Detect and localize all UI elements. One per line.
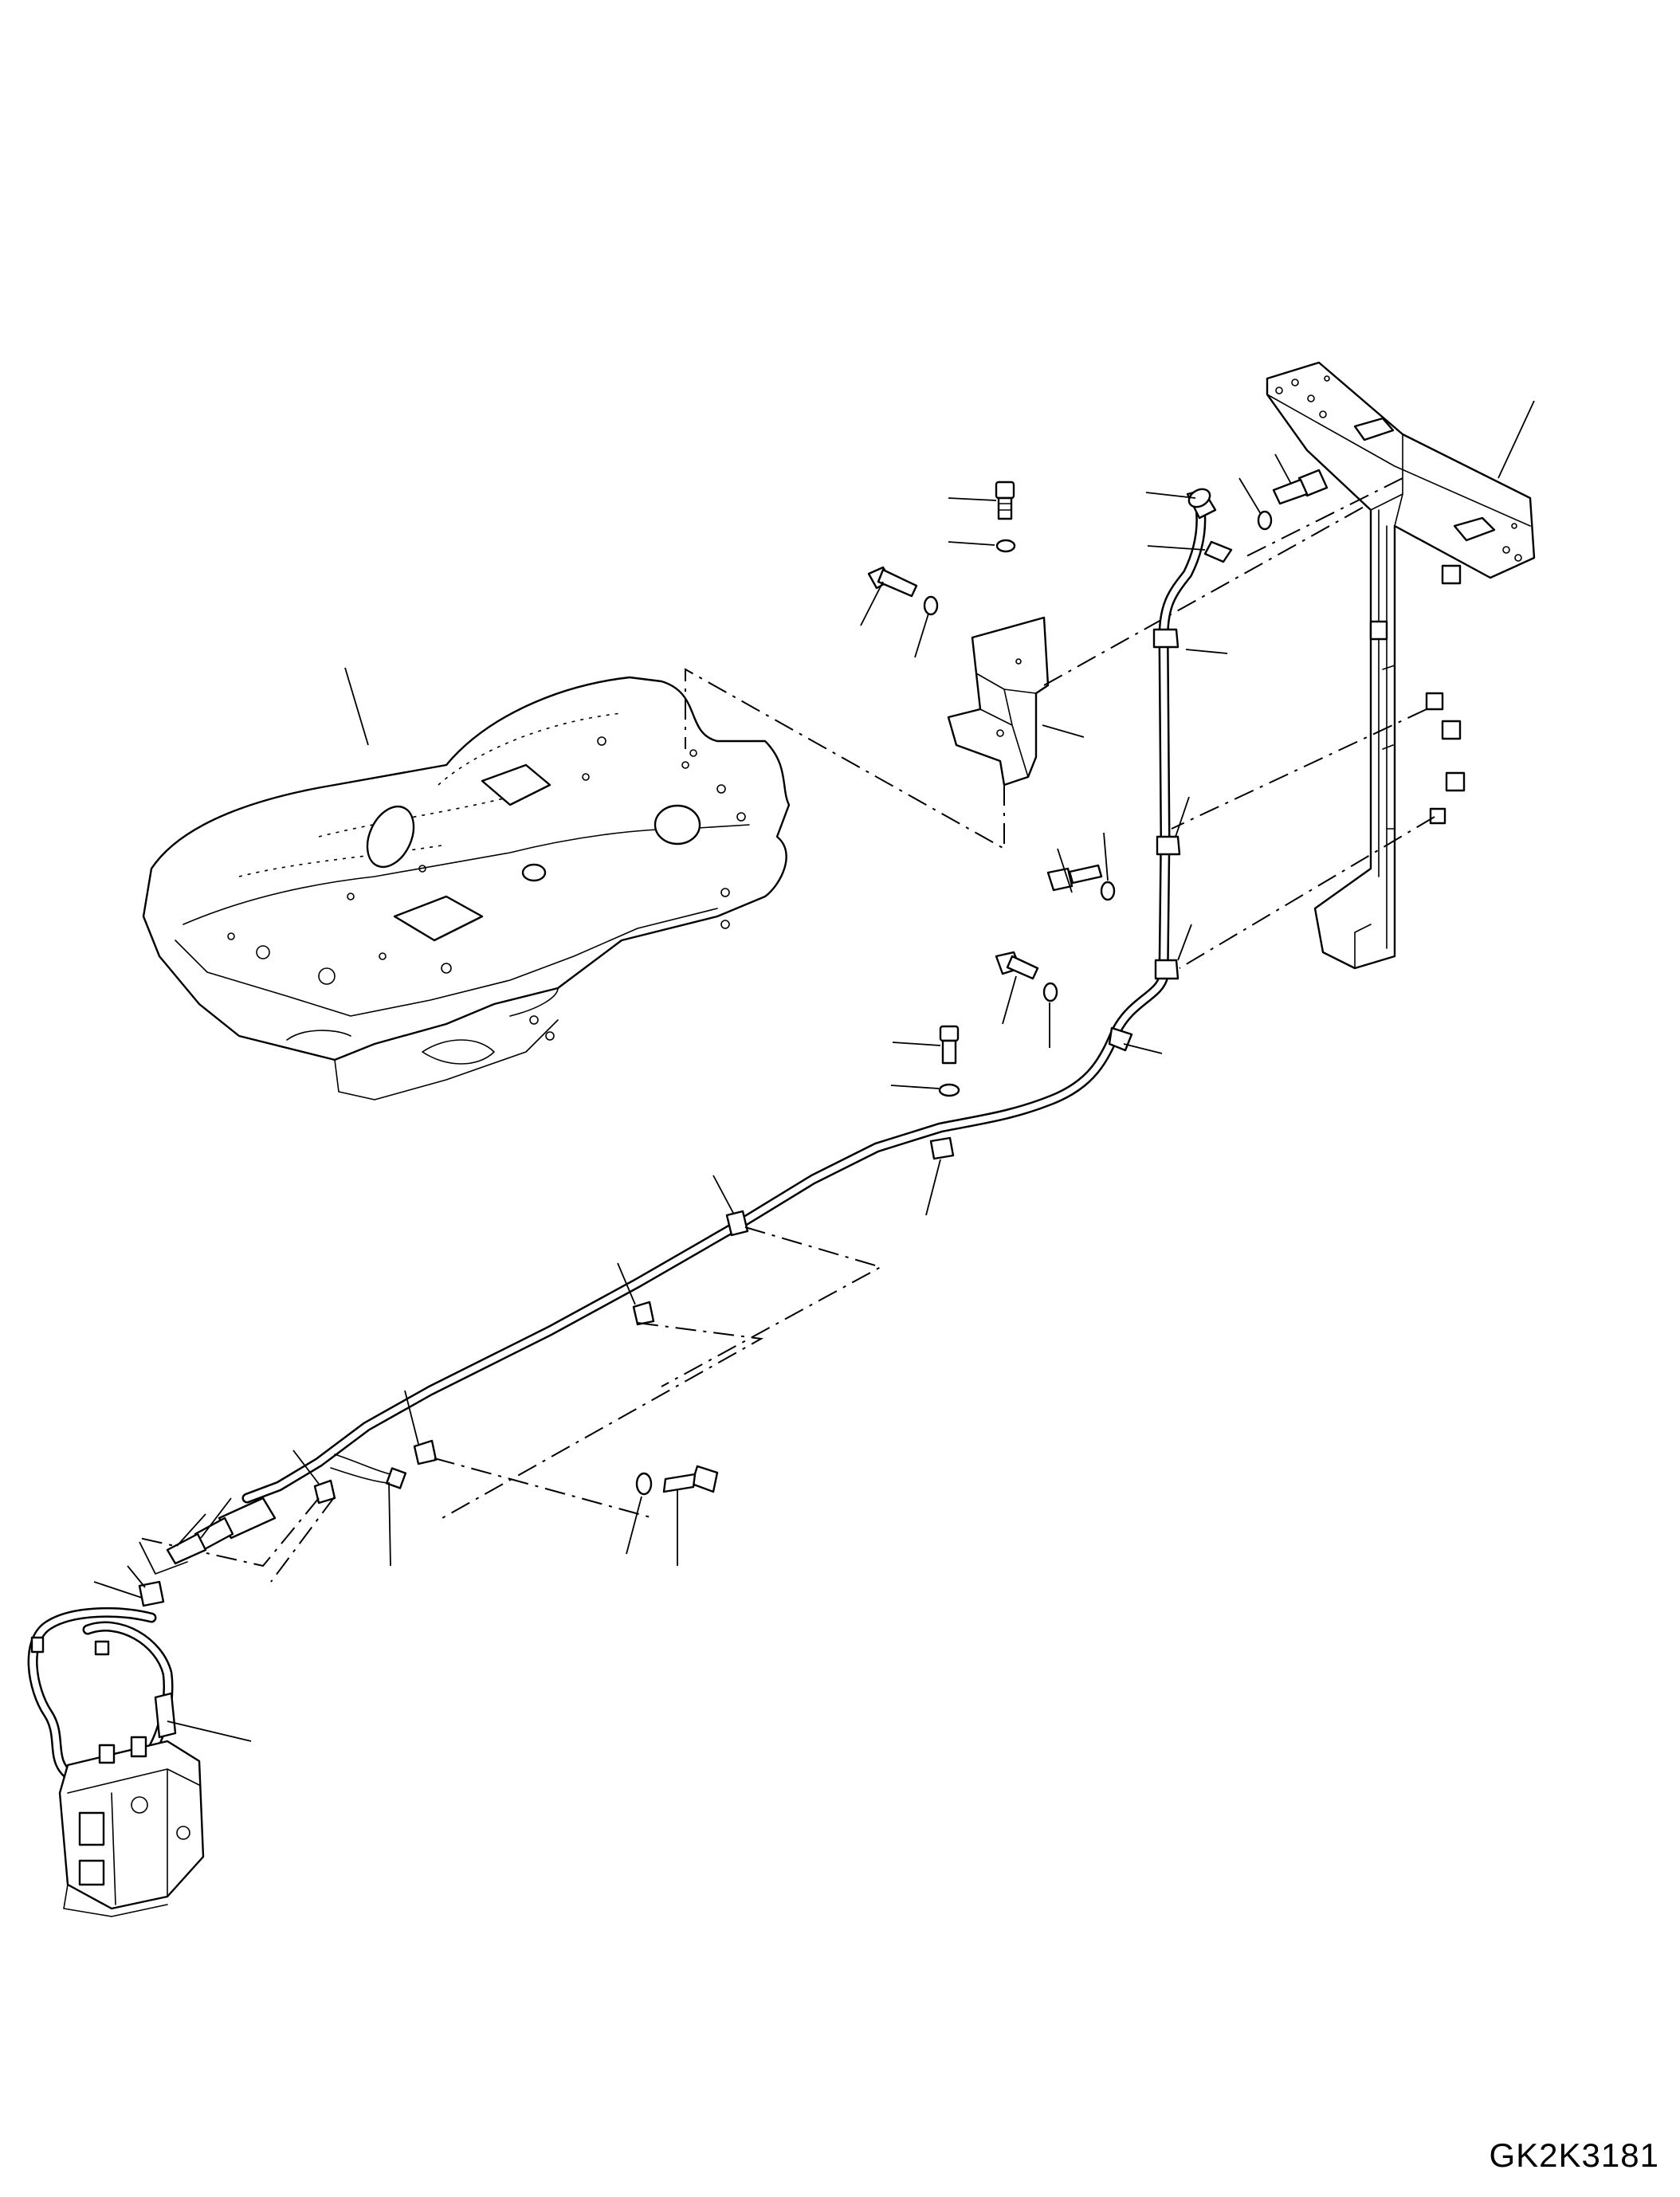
post-frame bbox=[1266, 361, 1536, 970]
leader-connector-1 bbox=[200, 1497, 232, 1539]
leader-clamp-4 bbox=[1123, 1043, 1163, 1054]
bolt-horizontal-3 bbox=[995, 951, 1039, 980]
connector-assembly bbox=[155, 1497, 277, 1575]
hose-clamps bbox=[313, 628, 1181, 1505]
washer-1 bbox=[995, 539, 1016, 553]
leader-washer-1 bbox=[948, 541, 995, 546]
bolt-horizontal-1 bbox=[867, 566, 918, 598]
washer-5 bbox=[938, 1083, 960, 1097]
washer-top bbox=[1257, 510, 1273, 531]
leader-washer-top bbox=[1238, 477, 1262, 515]
leader-clamp-3 bbox=[1177, 924, 1192, 961]
leader-floor-frame bbox=[344, 667, 369, 746]
clamp-lower bbox=[138, 1580, 165, 1607]
drawing-number: GK2K3181 bbox=[1489, 2136, 1659, 2174]
bolt-horizontal-4 bbox=[662, 1465, 719, 1493]
leader-valve-unit bbox=[167, 1720, 252, 1742]
leader-clamp-lower bbox=[139, 1541, 156, 1575]
washer-3 bbox=[1100, 881, 1116, 901]
washer-2 bbox=[923, 595, 939, 616]
leader-bolt-3 bbox=[1057, 848, 1073, 893]
centerline-clamps bbox=[139, 1226, 883, 1583]
leader-washer-2 bbox=[914, 613, 929, 658]
leader-washer-6 bbox=[626, 1496, 642, 1555]
centerline-post bbox=[1171, 477, 1435, 969]
leader-clamp-7 bbox=[617, 1262, 636, 1305]
centerline-bracket bbox=[685, 493, 1388, 850]
leader-washer-5 bbox=[890, 1085, 940, 1089]
leader-clamp-2 bbox=[1175, 796, 1190, 838]
leader-clamp-5 bbox=[925, 1159, 941, 1216]
leader-post-frame bbox=[1497, 400, 1535, 479]
leader-clamp-9 bbox=[292, 1450, 320, 1485]
bolt-horizontal-top bbox=[1272, 469, 1329, 505]
leader-washer-3 bbox=[1103, 832, 1109, 881]
leader-connector-2 bbox=[176, 1513, 206, 1547]
leader-clamp-lower-2 bbox=[127, 1565, 146, 1588]
valve-unit bbox=[27, 1607, 205, 1917]
leader-clamp-8 bbox=[404, 1390, 419, 1445]
leader-fitting-upper bbox=[1145, 492, 1196, 499]
bracket bbox=[947, 616, 1050, 787]
leader-clamp-1 bbox=[1185, 649, 1228, 654]
leader-clamp-lower-3 bbox=[93, 1581, 143, 1599]
leader-bolt-5 bbox=[892, 1042, 941, 1046]
leader-connector-3 bbox=[388, 1481, 391, 1567]
leader-bolt-1 bbox=[948, 497, 997, 501]
leader-clamp-6 bbox=[712, 1175, 734, 1214]
washer-4 bbox=[1042, 982, 1058, 1002]
bolt-horizontal-2 bbox=[1046, 864, 1103, 892]
bolt-vertical-1 bbox=[995, 481, 1015, 520]
bolt-vertical-2 bbox=[939, 1025, 960, 1065]
leader-bolt-4 bbox=[1002, 975, 1017, 1025]
leader-bracket bbox=[1042, 724, 1085, 738]
washer-6 bbox=[635, 1472, 653, 1496]
leader-bolt-2 bbox=[860, 581, 884, 626]
leader-hose-upper bbox=[1147, 545, 1206, 551]
leader-bolt-top bbox=[1274, 453, 1292, 485]
floor-frame bbox=[142, 676, 791, 1100]
